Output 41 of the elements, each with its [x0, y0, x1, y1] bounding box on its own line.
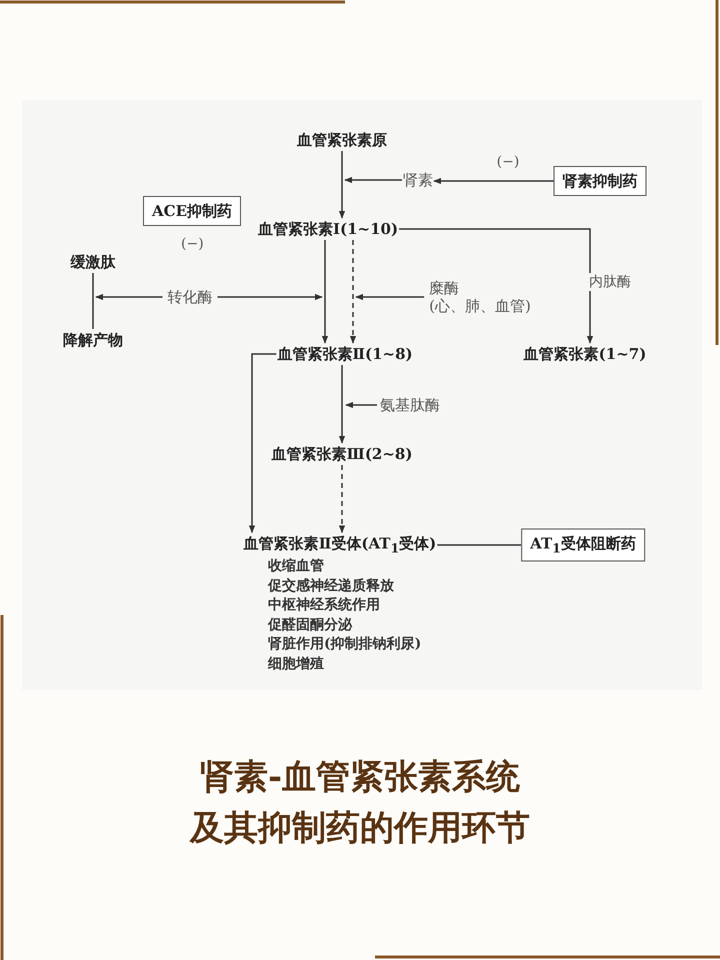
enzyme-label: 氨基肽酶: [379, 394, 441, 416]
effect-text: 中枢神经系统作用: [268, 596, 380, 614]
arrow: [399, 228, 594, 344]
enzyme-label: (心、肺、血管): [429, 297, 531, 315]
connector-line: [437, 544, 522, 546]
node-label: 缓激肽: [70, 251, 116, 273]
inhibition-sign: (−): [181, 236, 204, 252]
node-label: 血管紧张素原: [296, 129, 388, 151]
arrow: [345, 402, 377, 408]
arrow: [248, 353, 276, 534]
edge-label: 内肽酶: [587, 273, 633, 291]
edge-label: (−): [494, 154, 522, 170]
arrow: [344, 176, 402, 184]
node-label: 血管紧张素(1~7): [522, 343, 648, 365]
effect-text: 促交感神经递质释放: [268, 576, 394, 594]
node-label: 血管紧张素Ⅱ受体(AT$_{1}$受体): [242, 532, 438, 558]
node-label: 血管紧张素Ⅰ(1~10): [256, 218, 400, 240]
drug-box: 肾素抑制药: [554, 166, 646, 196]
node-label: 血管紧张素Ⅲ(2~8): [270, 443, 414, 465]
node-label: 血管紧张素Ⅱ(1~8): [276, 343, 414, 365]
connector-line: [92, 273, 94, 329]
arrow: [338, 365, 346, 444]
arrow: [338, 151, 346, 219]
caption: 肾素-血管紧张素系统及其抑制药的作用环节: [188, 756, 531, 850]
enzyme-label: 肾素: [402, 169, 434, 191]
enzyme-label: 糜酶: [429, 279, 460, 297]
node-label: 降解产物: [62, 329, 124, 351]
arrow: [95, 294, 162, 300]
enzyme-label: 转化酶: [166, 286, 214, 308]
arrow: [218, 294, 323, 300]
arrow: [338, 465, 346, 534]
arrow: [355, 294, 424, 300]
drug-box: AT$_{1}$受体阻断药: [521, 528, 645, 562]
arrow: [433, 178, 554, 184]
arrow: [322, 240, 328, 344]
drug-box: ACE抑制药: [143, 196, 241, 226]
effect-text: 肾脏作用(抑制排钠利尿): [268, 635, 422, 653]
effect-text: 促醛固酮分泌: [268, 616, 352, 634]
effect-text: 收缩血管: [268, 557, 324, 575]
arrow: [350, 240, 356, 344]
effect-text: 细胞增殖: [268, 654, 324, 672]
